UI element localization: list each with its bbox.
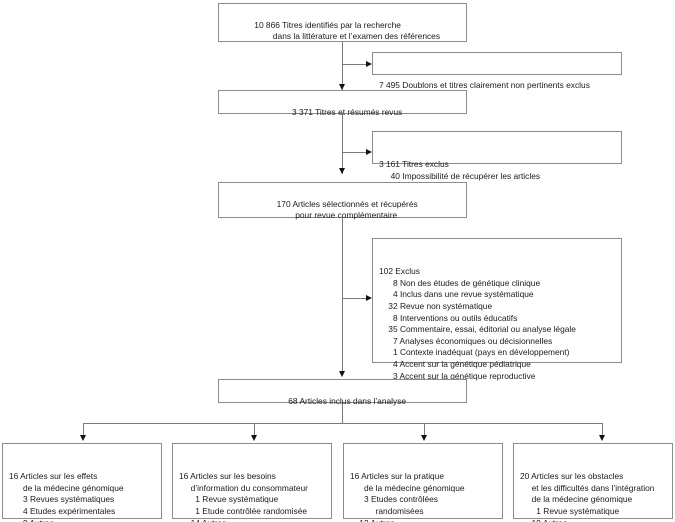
- node-outcome-practice: 16 Articles sur la pratique de la médeci…: [343, 443, 503, 522]
- node-records-identified-text: 10 866 Titres identifiés par la recherch…: [254, 19, 441, 42]
- connector-fanout-drop-2: [254, 423, 255, 437]
- arrow-to-titles-excluded: [366, 148, 372, 155]
- node-outcome-barriers: 20 Articles sur les obstacles et les dif…: [513, 443, 673, 522]
- connector-branch-duplicates: [342, 64, 368, 65]
- connector-fanout-drop-1: [83, 423, 84, 437]
- connector-fanout-drop-4: [602, 423, 603, 437]
- node-titles-excluded-text: 3 161 Titres exclus 40 Impossibilité de …: [379, 159, 541, 181]
- node-titles-abstracts-reviewed-text: 3 371 Titres et résumés revus: [291, 106, 403, 117]
- arrow-to-titles-abstracts: [338, 84, 345, 90]
- connector-spine-4: [342, 403, 343, 424]
- node-articles-excluded: 102 Exclus 8 Non des études de génétique…: [372, 238, 622, 381]
- arrow-to-duplicates-excluded: [366, 60, 372, 67]
- arrow-to-outcome-barriers: [598, 435, 605, 441]
- arrow-to-outcome-effects: [79, 435, 86, 441]
- node-titles-abstracts-reviewed: 3 371 Titres et résumés revus: [218, 90, 467, 117]
- arrow-to-outcome-information-needs: [250, 435, 257, 441]
- node-articles-included-text: 68 Articles inclus dans l’analyse: [288, 395, 407, 406]
- connector-spine-1: [342, 42, 343, 90]
- node-outcome-effects-text: 16 Articles sur les effets de la médecin…: [9, 471, 124, 522]
- node-titles-excluded: 3 161 Titres exclus 40 Impossibilité de …: [372, 131, 622, 181]
- node-outcome-practice-text: 16 Articles sur la pratique de la médeci…: [350, 471, 465, 522]
- node-duplicates-excluded-text: 7 495 Doublons et titres clairement non …: [379, 80, 590, 91]
- arrow-to-articles-retrieved: [338, 168, 345, 174]
- arrow-to-outcome-practice: [420, 435, 427, 441]
- node-outcome-information-needs: 16 Articles sur les besoins d’informatio…: [172, 443, 332, 522]
- node-articles-retrieved: 170 Articles sélectionnés et récupérés p…: [218, 182, 467, 220]
- connector-branch-titles-excluded: [342, 152, 368, 153]
- node-outcome-effects: 16 Articles sur les effets de la médecin…: [2, 443, 162, 522]
- arrow-to-articles-included: [338, 371, 345, 377]
- connector-fanout-drop-3: [424, 423, 425, 437]
- node-outcome-barriers-text: 20 Articles sur les obstacles et les dif…: [520, 471, 655, 522]
- connector-spine-3: [342, 218, 343, 371]
- connector-spine-2: [342, 114, 343, 174]
- node-duplicates-excluded: 7 495 Doublons et titres clairement non …: [372, 52, 622, 90]
- connector-fanout-bar: [83, 423, 602, 424]
- node-articles-included: 68 Articles inclus dans l’analyse: [218, 379, 467, 406]
- arrow-to-articles-excluded: [366, 294, 372, 301]
- node-outcome-information-needs-text: 16 Articles sur les besoins d’informatio…: [179, 471, 308, 522]
- node-articles-excluded-text: 102 Exclus 8 Non des études de génétique…: [379, 266, 576, 381]
- connector-branch-articles-excluded: [342, 298, 368, 299]
- node-articles-retrieved-text: 170 Articles sélectionnés et récupérés p…: [276, 198, 418, 221]
- node-records-identified: 10 866 Titres identifiés par la recherch…: [218, 3, 467, 42]
